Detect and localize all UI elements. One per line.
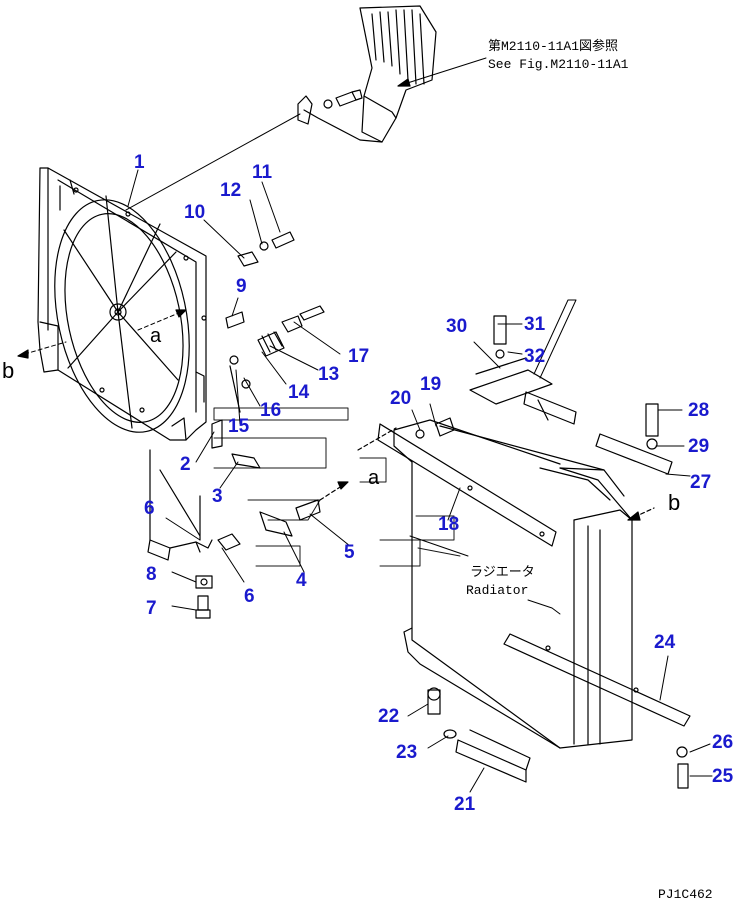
part-label-1: 1 (134, 152, 145, 173)
part-label-19: 19 (420, 374, 441, 395)
part-label-7: 7 (146, 598, 157, 619)
part-label-2: 2 (180, 454, 191, 475)
part-label-18: 18 (438, 514, 459, 535)
reference-en: See Fig.M2110-11A1 (488, 57, 629, 72)
part-label-6a: 6 (144, 498, 155, 519)
part-label-9: 9 (236, 276, 247, 297)
part-label-32: 32 (524, 346, 545, 367)
part-label-13: 13 (318, 364, 339, 385)
part-label-10: 10 (184, 202, 205, 223)
leader-lines (127, 169, 713, 793)
part-label-15: 15 (228, 416, 250, 437)
view-b-right: b (668, 490, 680, 515)
part-label-12: 12 (220, 180, 241, 201)
part-label-4: 4 (296, 570, 307, 591)
part-label-14: 14 (288, 382, 310, 403)
reference-text: 第M2110-11A1図参照 See Fig.M2110-11A1 ラジエータ … (2, 38, 713, 902)
part-label-24: 24 (654, 632, 676, 653)
part-label-16: 16 (260, 400, 281, 421)
part-label-27: 27 (690, 472, 711, 493)
part-label-30: 30 (446, 316, 467, 337)
view-b-left: b (2, 358, 14, 383)
part-label-22: 22 (378, 706, 399, 727)
fan-shroud-drawing (17, 113, 301, 441)
part-label-20: 20 (390, 388, 411, 409)
part-label-21: 21 (454, 794, 476, 815)
reference-jp: 第M2110-11A1図参照 (488, 38, 618, 54)
part-label-5: 5 (344, 542, 355, 563)
part-label-31: 31 (524, 314, 546, 335)
part-label-29: 29 (688, 436, 709, 457)
drawing-code: PJ1C462 (658, 887, 713, 902)
radiator-drawing (357, 299, 691, 789)
part-label-23: 23 (396, 742, 417, 763)
part-label-17: 17 (348, 346, 369, 367)
part-label-26: 26 (712, 732, 733, 753)
view-a-shroud: a (150, 325, 162, 347)
part-label-3: 3 (212, 486, 223, 507)
radiator-label-en: Radiator (466, 583, 528, 598)
upper-duct-drawing (297, 5, 487, 143)
background-logo-outline (213, 407, 461, 567)
view-a-hose: a (368, 467, 380, 489)
part-label-28: 28 (688, 400, 709, 421)
part-label-8: 8 (146, 564, 157, 585)
part-number-labels: 1 2 3 4 5 6 6 7 8 9 10 11 12 13 14 15 16… (134, 152, 734, 815)
part-label-11: 11 (252, 162, 273, 183)
radiator-label-jp: ラジエータ (470, 565, 535, 580)
part-label-25: 25 (712, 766, 734, 787)
part-label-6b: 6 (244, 586, 255, 607)
